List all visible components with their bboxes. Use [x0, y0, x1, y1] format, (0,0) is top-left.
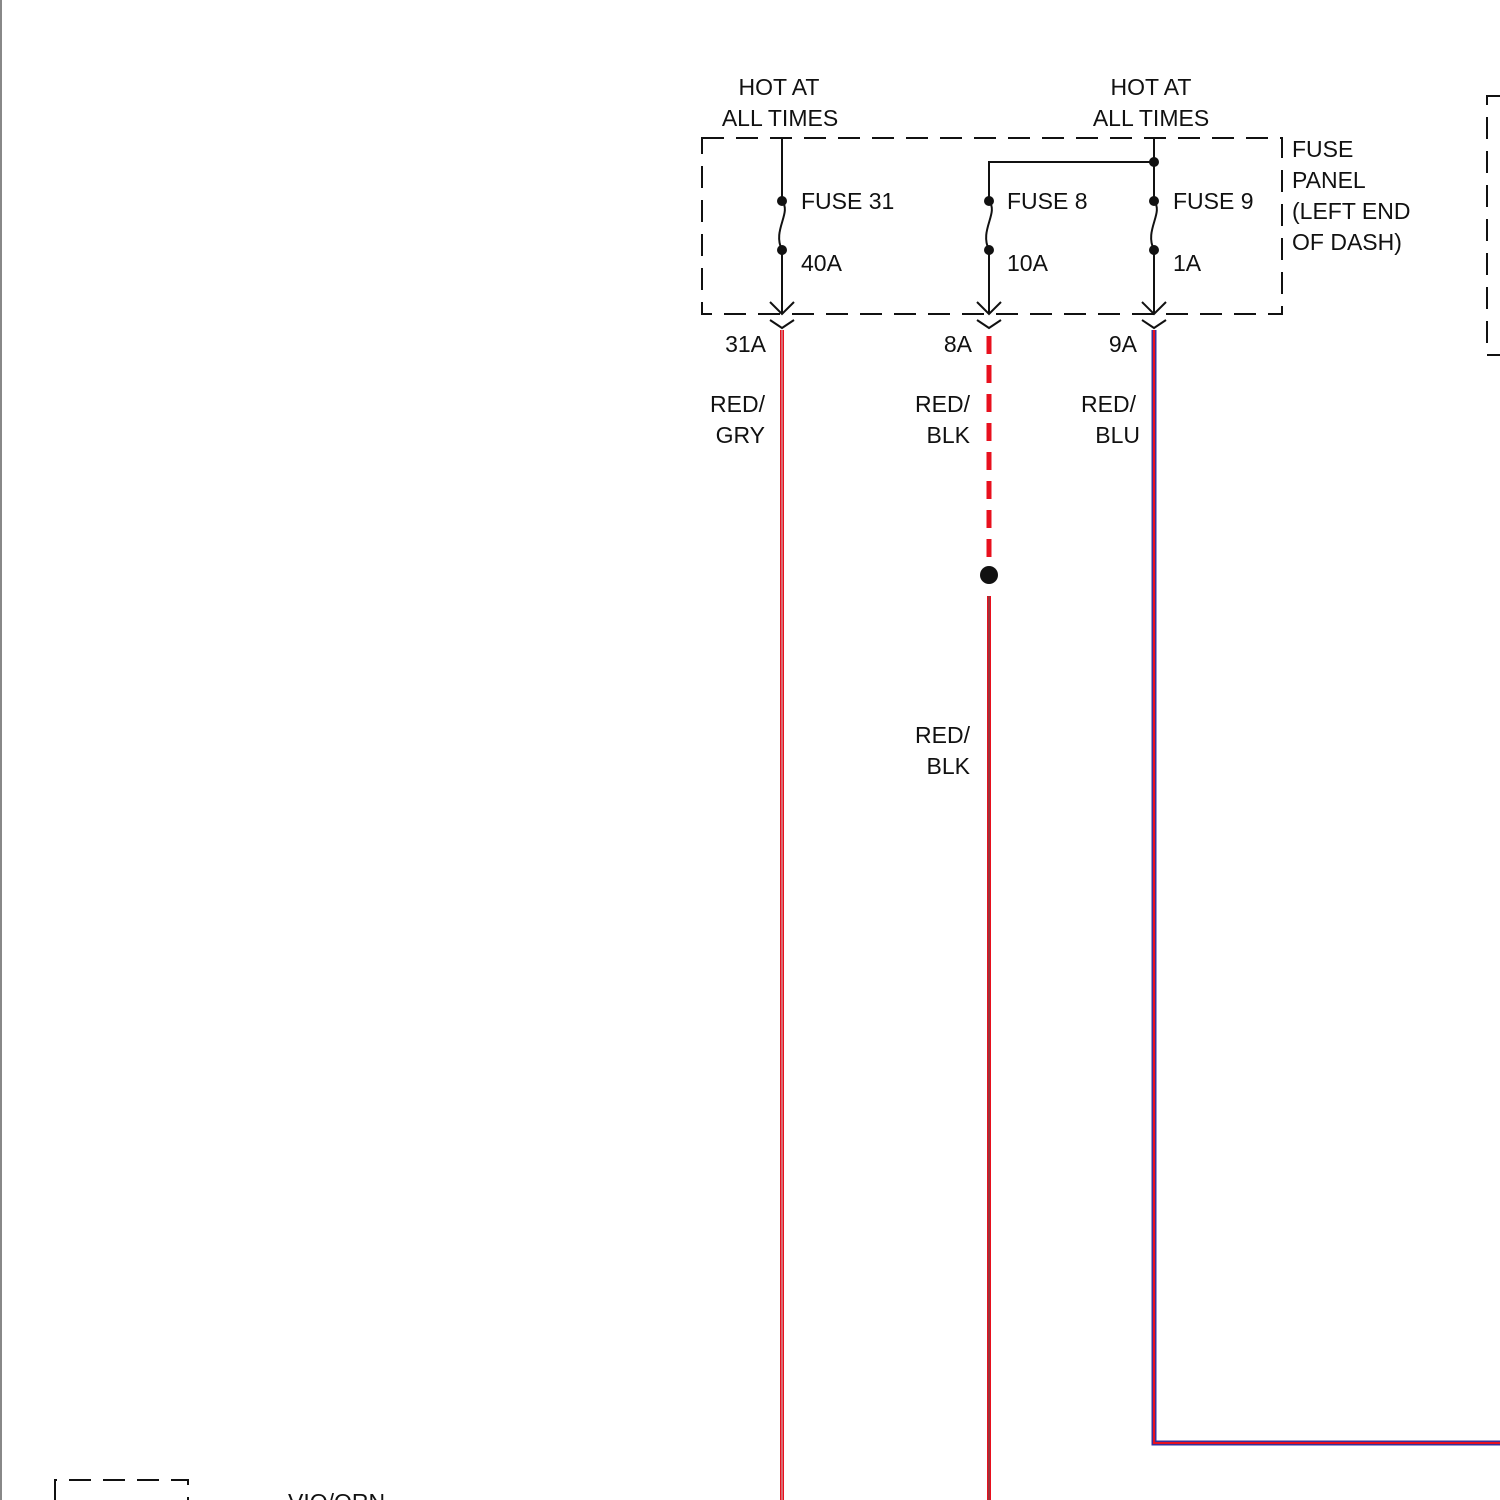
wire-red-blk-label-2: BLK	[927, 422, 971, 448]
hot-label-2-line1: HOT AT	[1111, 74, 1192, 100]
wire-red-blu-core	[1154, 330, 1500, 1443]
fuse-panel-label-4: OF DASH)	[1292, 229, 1402, 255]
wire-red-blk-splice	[980, 566, 998, 584]
fuse-31-circuit: FUSE 31 40A 31A	[725, 138, 894, 357]
fuse-8-circuit: FUSE 8 10A 8A	[944, 162, 1154, 357]
wire-red-blu-label-2: BLU	[1095, 422, 1140, 448]
wire-red-gry-label-1: RED/	[710, 391, 766, 417]
fuse-panel-label-1: FUSE	[1292, 136, 1353, 162]
hot-label-2-line2: ALL TIMES	[1093, 105, 1209, 131]
fuse-9-bus-junction	[1149, 157, 1159, 167]
fuse-8-element	[986, 201, 992, 250]
fuse-8-name: FUSE 8	[1007, 188, 1088, 214]
fuse-31-rating: 40A	[801, 250, 843, 276]
fuse-9-rating: 1A	[1173, 250, 1202, 276]
fuse-9-terminal: 9A	[1109, 331, 1138, 357]
fuse-panel-label-3: (LEFT END	[1292, 198, 1410, 224]
fuse-31-element	[779, 201, 785, 250]
fuse-8-terminal: 8A	[944, 331, 973, 357]
fuse-9-element	[1151, 201, 1157, 250]
hot-label-1-line1: HOT AT	[739, 74, 820, 100]
fuse-panel-box	[702, 138, 1282, 314]
wire-red-blk-lower-label-2: BLK	[927, 753, 971, 779]
fuse-9-circuit: FUSE 9 1A 9A	[1109, 138, 1254, 357]
fuse-9-name: FUSE 9	[1173, 188, 1254, 214]
fuse-31-name: FUSE 31	[801, 188, 894, 214]
wire-red-blk-label-1: RED/	[915, 391, 971, 417]
wire-red-blu-label-1: RED/	[1081, 391, 1137, 417]
hot-label-1-line2: ALL TIMES	[722, 105, 838, 131]
fuse-31-terminal: 31A	[725, 331, 767, 357]
wire-red-gry-label-2: GRY	[716, 422, 765, 448]
fuse-panel-label-2: PANEL	[1292, 167, 1366, 193]
adjacent-component-box	[1487, 96, 1500, 355]
wire-vio-orn-label: VIO/ORN	[288, 1489, 385, 1500]
wire-red-blu-outer	[1154, 330, 1500, 1443]
fuse-8-rating: 10A	[1007, 250, 1049, 276]
lower-component-box	[55, 1480, 188, 1500]
wire-red-blk-lower-label-1: RED/	[915, 722, 971, 748]
